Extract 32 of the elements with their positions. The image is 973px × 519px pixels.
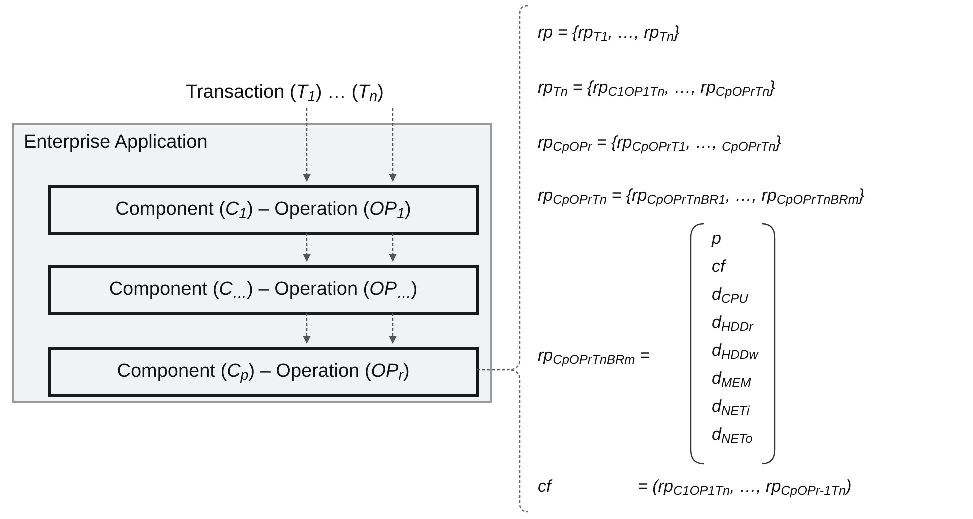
arrow xyxy=(389,108,397,182)
formula: cf xyxy=(538,476,552,498)
matrix-entry: d$_{HDDr}$ xyxy=(712,312,754,334)
transaction-label: Transaction (T$_{1}$) … (T$_{n}$) xyxy=(186,80,384,108)
matrix-entry: d$_{HDDw}$ xyxy=(712,340,758,362)
formula: rp = {rp$_{T1}$, …, rp$_{Tn}$} xyxy=(538,22,680,44)
component-box xyxy=(48,265,479,315)
arrow xyxy=(303,233,311,262)
component-box xyxy=(48,185,479,235)
component-box xyxy=(48,347,479,397)
arrow xyxy=(303,313,311,344)
arrow xyxy=(303,108,311,182)
formula: = (rp$_{C1OP1Tn}$, …, rp$_{CpOPr-1Tn}$) xyxy=(638,476,852,498)
formula: rp$_{CpOPrTnBRm}$ = xyxy=(538,345,650,367)
arrow xyxy=(389,313,397,344)
application-container xyxy=(12,123,492,403)
formula: rp$_{Tn}$ = {rp$_{C1OP1Tn}$, …, rp$_{CpOPrTn}$} xyxy=(538,77,776,99)
component-label: Component (C$_{1}$) – Operation (OP$_{1}$) xyxy=(116,198,412,224)
matrix-entry: d$_{CPU}$ xyxy=(712,284,748,306)
matrix-entry: d$_{MEM}$ xyxy=(712,368,752,390)
matrix-entry: d$_{NETo}$ xyxy=(712,424,753,446)
formula: rp$_{CpOPrTn}$ = {rp$_{CpOPrTnBR1}$, …, rp$_{CpOPrTnBRm}$} xyxy=(538,185,865,207)
matrix-entry: d$_{NETi}$ xyxy=(712,396,750,418)
component-label: Component (C$_{…}$) – Operation (OP$_{…}$) xyxy=(109,278,418,304)
formula: rp$_{CpOPr}$ = {rp$_{CpOPrT1}$, …, $_{CpOPrTn}$} xyxy=(538,132,782,154)
component-label: Component (C$_{p}$) – Operation (OP$_{r}$) xyxy=(117,360,410,386)
arrow xyxy=(389,233,397,262)
leader-line xyxy=(477,369,508,371)
matrix-entry: cf xyxy=(712,256,726,278)
container-title: Enterprise Application xyxy=(24,131,208,155)
curly-brace xyxy=(506,4,530,514)
matrix-entry: p xyxy=(712,228,722,250)
